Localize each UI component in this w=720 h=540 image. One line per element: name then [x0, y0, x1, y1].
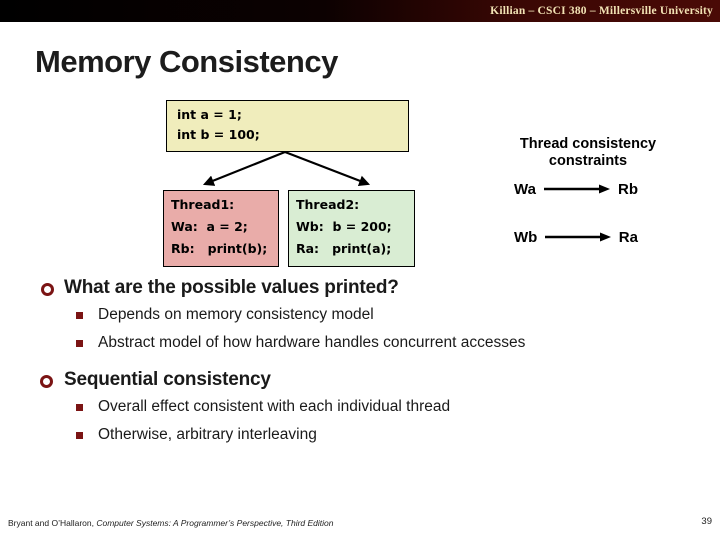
code-line: Thread1: — [171, 197, 235, 212]
bullet-item: What are the possible values printed? — [64, 277, 399, 298]
circle-bullet-icon — [40, 375, 53, 388]
constraints-title-line: constraints — [548, 153, 628, 169]
constraints-title-line: Thread consistency — [519, 136, 657, 152]
header-text: Killian – CSCI 380 – Millersville Univer… — [490, 5, 713, 17]
constraint-from-label: Wa — [514, 180, 536, 198]
constraint-row: Wa Rb — [514, 180, 638, 198]
footer-authors: Bryant and O’Hallaron, — [8, 518, 97, 528]
code-line: Wa: a = 2; — [171, 219, 248, 234]
code-line: Wb: b = 200; — [296, 219, 392, 234]
thread2-box: Thread2: Wb: b = 200; Ra: print(a); — [288, 190, 415, 267]
right-arrow-icon — [543, 184, 610, 194]
constraint-to-label: Rb — [617, 180, 638, 198]
square-bullet-icon — [76, 340, 83, 347]
code-line: Thread2: — [296, 197, 360, 212]
code-line: int b = 100; — [177, 127, 260, 142]
sub-bullet-item: Depends on memory consistency model — [98, 306, 374, 323]
header-bar: Killian – CSCI 380 – Millersville Univer… — [0, 0, 720, 22]
sub-bullet-item: Overall effect consistent with each indi… — [98, 398, 451, 415]
square-bullet-icon — [76, 312, 83, 319]
code-line: Rb: print(b); — [171, 241, 268, 256]
square-bullet-icon — [76, 404, 83, 411]
constraints-title: Thread consistency constraints — [500, 136, 676, 170]
code-line: int a = 1; — [177, 107, 242, 122]
footer-book-title: Computer Systems: A Programmer’s Perspec… — [96, 518, 334, 528]
circle-bullet-icon — [41, 283, 54, 296]
code-line: Ra: print(a); — [296, 241, 392, 256]
constraint-to-label: Ra — [618, 228, 638, 246]
right-arrow-icon — [545, 232, 612, 242]
footer-citation: Bryant and O’Hallaron, Computer Systems:… — [8, 518, 334, 528]
square-bullet-icon — [76, 432, 83, 439]
init-code-box: int a = 1; int b = 100; — [166, 100, 409, 152]
bullet-item: Sequential consistency — [64, 369, 271, 390]
thread1-box: Thread1: Wa: a = 2; Rb: print(b); — [163, 190, 279, 267]
sub-bullet-item: Abstract model of how hardware handles c… — [98, 334, 526, 351]
page-title: Memory Consistency — [35, 44, 338, 79]
page-number: 39 — [701, 516, 712, 527]
fork-arrows-icon — [202, 150, 371, 186]
constraint-from-label: Wb — [514, 228, 538, 246]
sub-bullet-item: Otherwise, arbitrary interleaving — [98, 426, 317, 443]
constraint-row: Wb Ra — [514, 228, 638, 246]
